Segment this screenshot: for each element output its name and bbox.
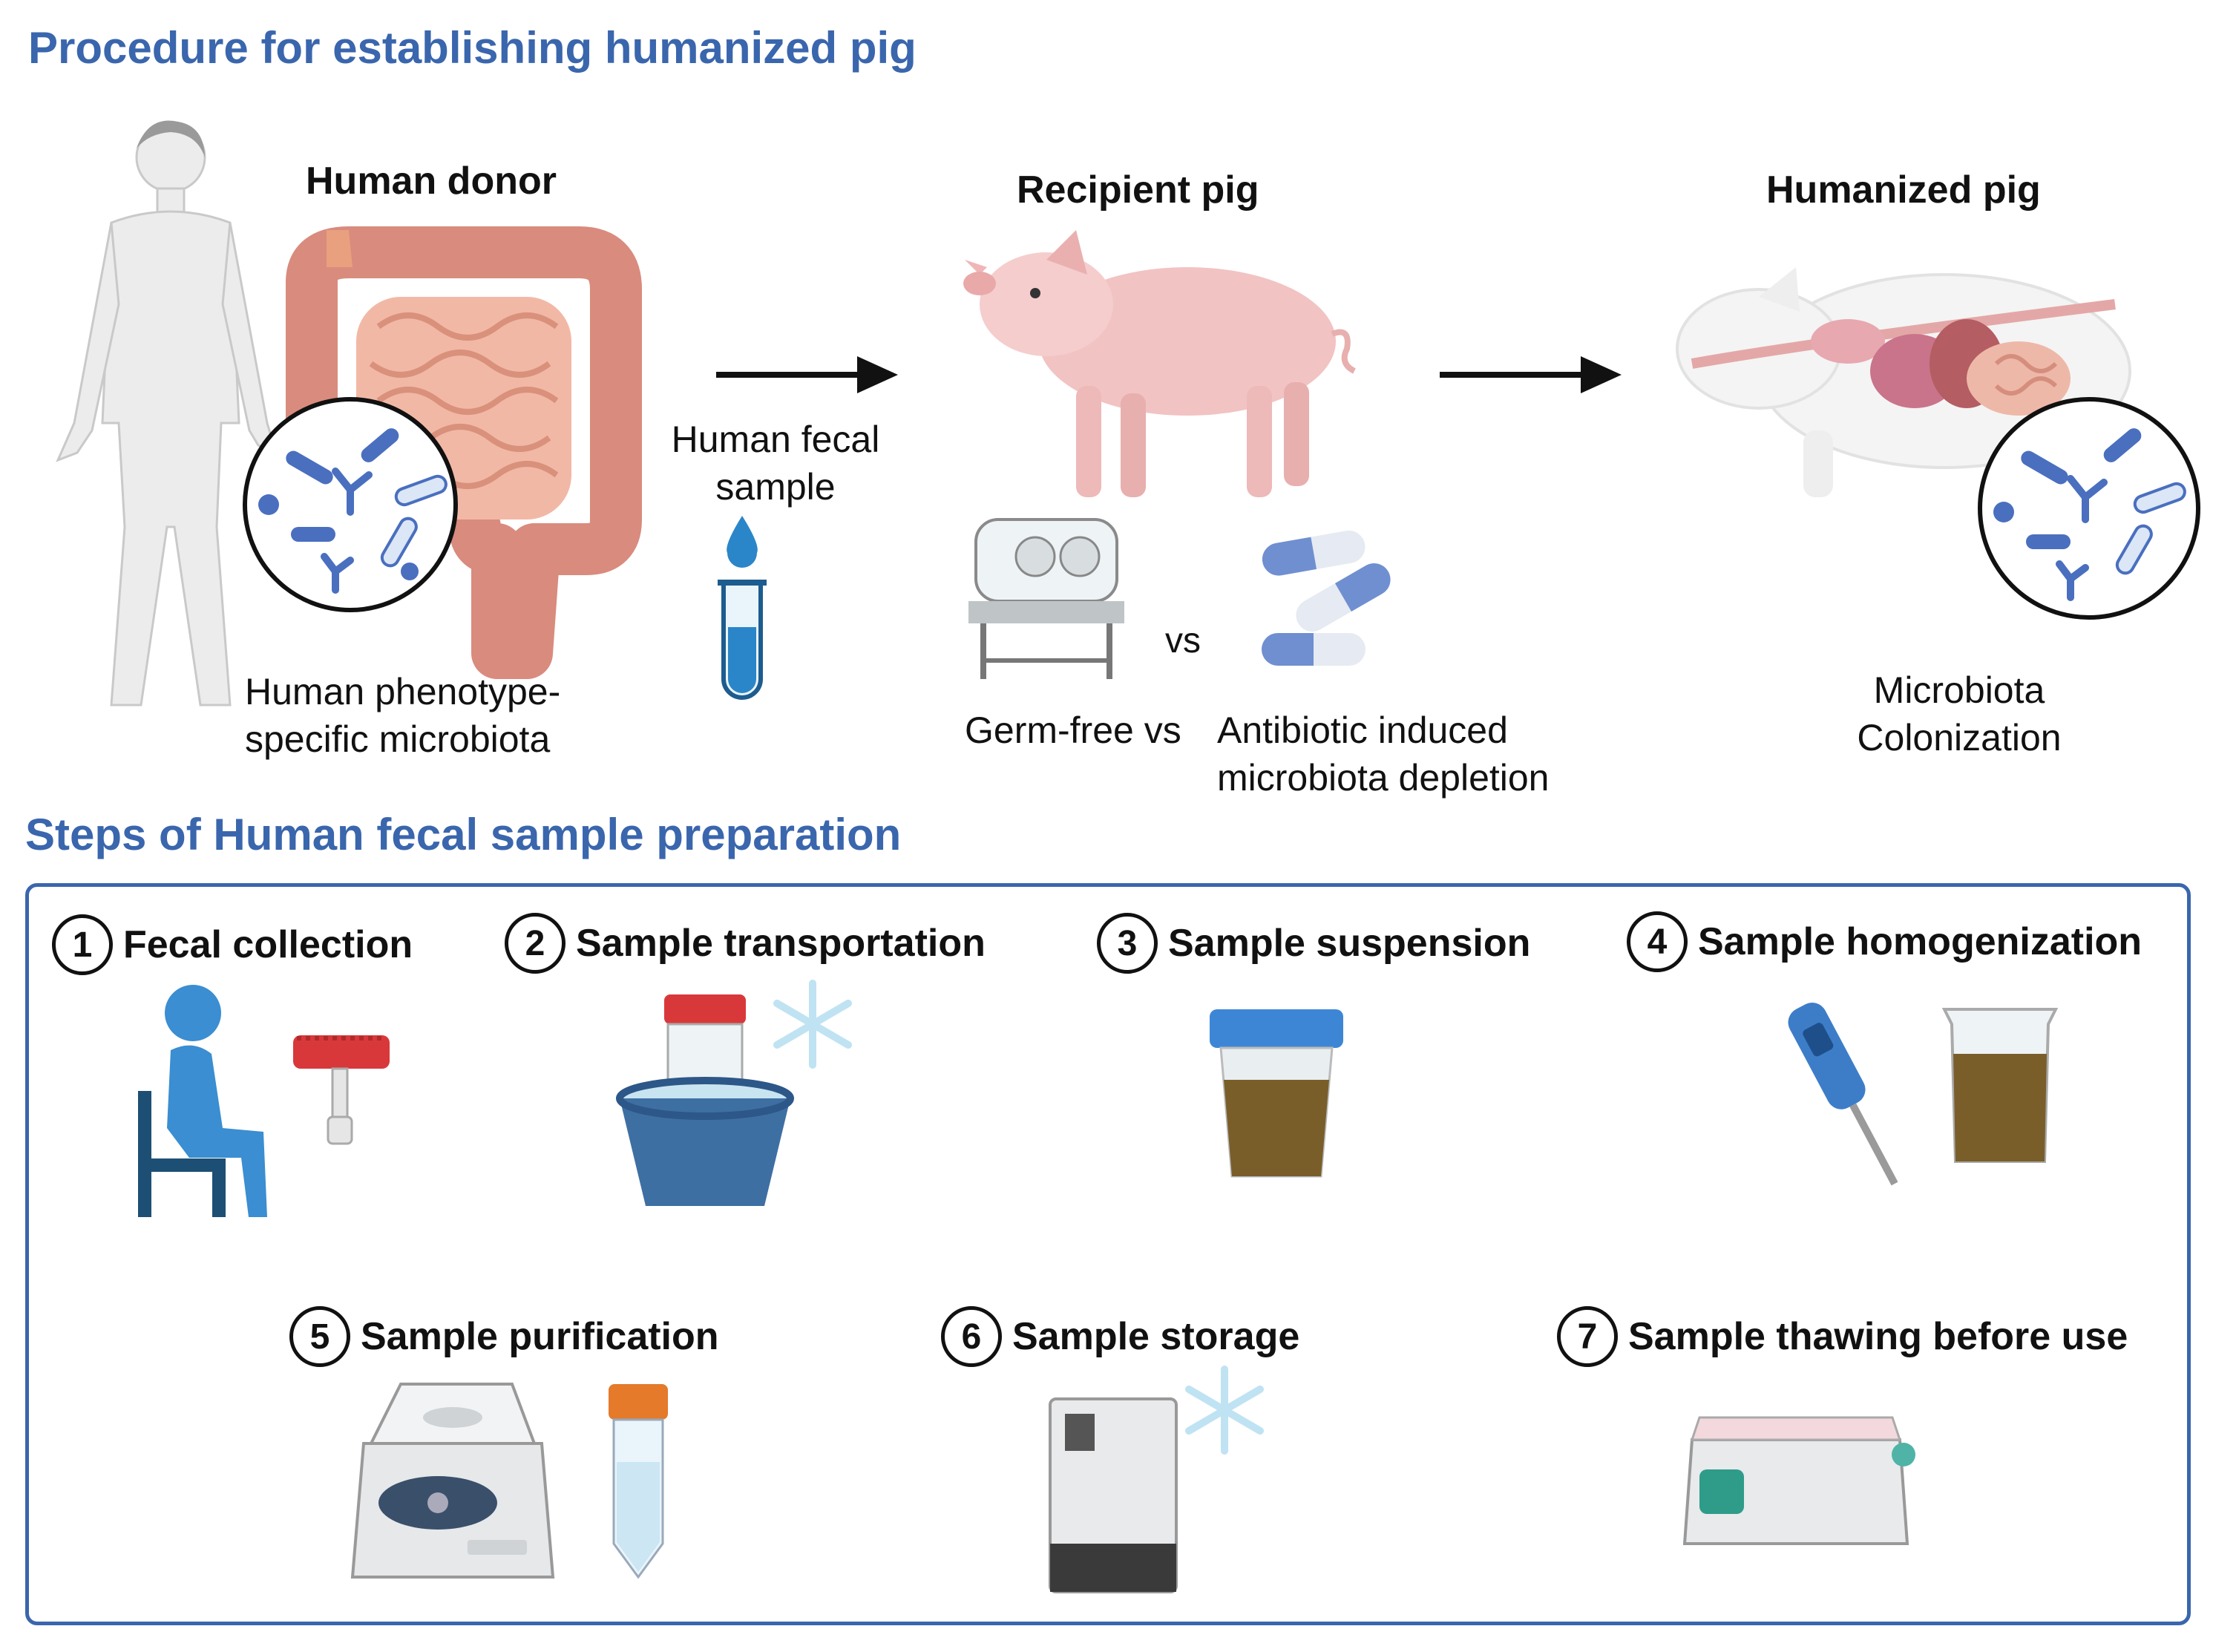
donor-heading: Human donor xyxy=(306,160,557,203)
arrow-right-icon xyxy=(716,356,898,393)
step-label: Sample purification xyxy=(361,1315,719,1358)
stool-collector-icon xyxy=(293,1035,390,1145)
snowflake-icon xyxy=(773,980,852,1069)
step-number: 4 xyxy=(1627,911,1688,972)
recipient-caption-left: Germ-free vs xyxy=(965,709,1181,751)
step-6: 6 Sample storage xyxy=(941,1306,1299,1367)
freezer-icon xyxy=(1049,1397,1178,1593)
microbiota-magnifier-icon xyxy=(243,397,458,612)
falcon-tube-icon xyxy=(609,1384,668,1579)
homogenizer-icon xyxy=(1788,1002,1898,1186)
human-body-icon xyxy=(56,120,278,707)
humanized-heading: Humanized pig xyxy=(1766,168,2041,212)
transfer-line1: Human fecal xyxy=(671,419,880,460)
step-label: Sample transportation xyxy=(576,922,986,965)
recipient-heading: Recipient pig xyxy=(1017,168,1259,212)
specimen-cup-icon xyxy=(1210,1009,1343,1178)
step-number: 6 xyxy=(941,1306,1002,1367)
microbiota-magnifier-icon xyxy=(1978,397,2200,620)
ice-bucket-icon xyxy=(616,994,794,1206)
recipient-caption-right-line1: Antibiotic induced xyxy=(1217,709,1508,751)
centrifuge-icon xyxy=(350,1383,555,1579)
step-label: Fecal collection xyxy=(123,923,413,966)
step-number: 3 xyxy=(1097,913,1158,974)
humanized-caption-line1: Microbiota xyxy=(1873,669,2045,711)
beaker-icon xyxy=(1941,1008,2059,1163)
step-3: 3 Sample suspension xyxy=(1097,913,1530,974)
steps-title: Steps of Human fecal sample preparation xyxy=(25,810,902,859)
recipient-caption-right-line2: microbiota depletion xyxy=(1217,757,1550,799)
step-number: 5 xyxy=(289,1306,350,1367)
step-label: Sample thawing before use xyxy=(1628,1315,2128,1358)
pig-icon xyxy=(963,230,1356,497)
snowflake-icon xyxy=(1185,1366,1264,1455)
humanized-caption-line2: Colonization xyxy=(1857,717,2062,758)
step-7: 7 Sample thawing before use xyxy=(1557,1306,2128,1367)
donor-caption-line1: Human phenotype- xyxy=(245,671,561,712)
transfer-line2: sample xyxy=(715,466,836,508)
step-number: 1 xyxy=(52,914,113,975)
step-1: 1 Fecal collection xyxy=(52,914,413,975)
steps-panel xyxy=(25,883,2191,1625)
step-label: Sample storage xyxy=(1012,1315,1300,1358)
step-2: 2 Sample transportation xyxy=(505,913,986,974)
seated-person-icon xyxy=(138,985,267,1217)
step-4: 4 Sample homogenization xyxy=(1627,911,2142,972)
isolator-icon xyxy=(968,518,1124,679)
donor-caption-line2: specific microbiota xyxy=(245,718,551,760)
test-tube-icon xyxy=(718,580,767,700)
procedure-title: Procedure for establishing humanized pig xyxy=(28,23,917,73)
water-bath-icon xyxy=(1682,1416,1915,1545)
arrow-right-icon xyxy=(1440,356,1622,393)
droplet-icon xyxy=(727,516,758,568)
step-label: Sample homogenization xyxy=(1698,920,2142,963)
step-5: 5 Sample purification xyxy=(289,1306,719,1367)
step-number: 7 xyxy=(1557,1306,1618,1367)
step-number: 2 xyxy=(505,913,565,974)
antibiotic-capsules-icon xyxy=(1262,530,1391,666)
step-label: Sample suspension xyxy=(1168,922,1531,965)
recipient-vs-small: vs xyxy=(1165,621,1201,661)
